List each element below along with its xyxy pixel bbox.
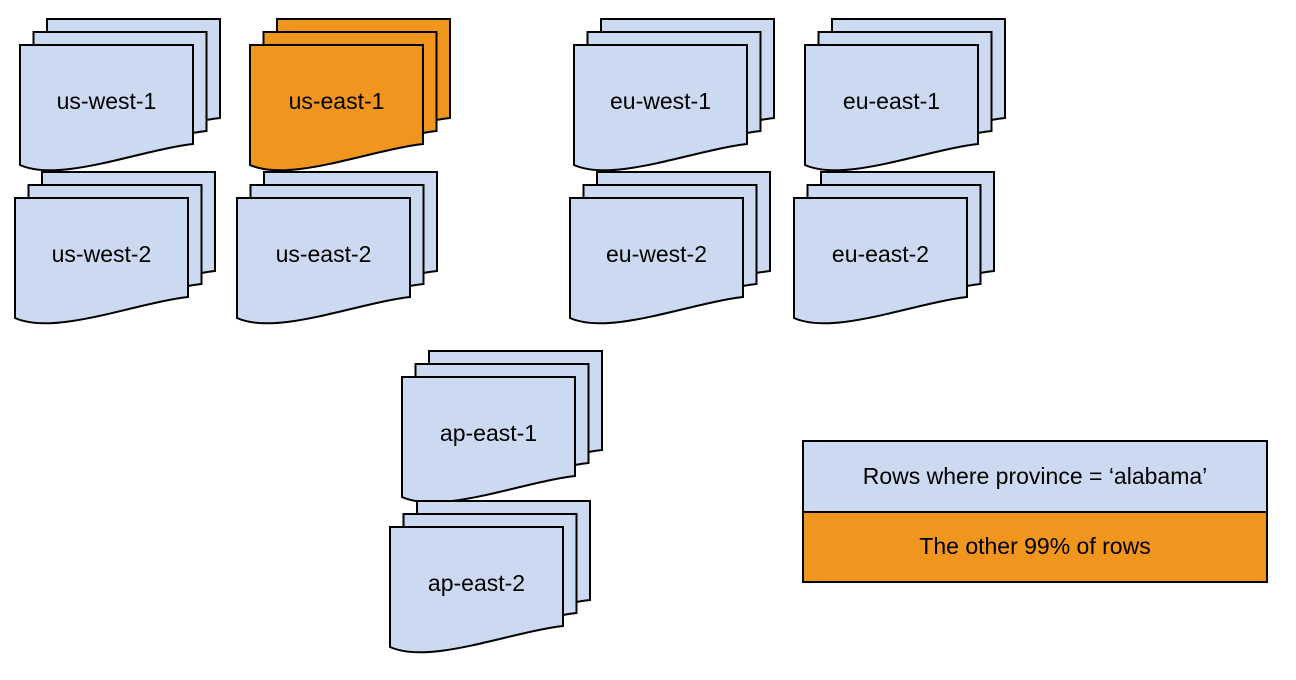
document-stack-icon <box>793 171 995 325</box>
legend-item-alabama-rows: Rows where province = ‘alabama’ <box>804 442 1266 513</box>
document-page-front-icon <box>569 197 744 325</box>
document-stack-icon <box>19 18 221 172</box>
document-stack-icon <box>401 350 603 504</box>
stack-eu-west-2: eu-west-2 <box>569 170 773 326</box>
region-label: eu-west-1 <box>610 87 711 114</box>
document-stack-icon <box>569 171 771 325</box>
legend-item-other-rows: The other 99% of rows <box>804 512 1266 581</box>
stack-ap-east-2: ap-east-2 <box>389 499 593 655</box>
stack-eu-west-1: eu-west-1 <box>573 17 777 173</box>
document-stack-icon <box>249 18 451 172</box>
document-page-front-icon <box>401 376 576 504</box>
stack-eu-east-1: eu-east-1 <box>804 17 1008 173</box>
stack-ap-east-1: ap-east-1 <box>401 349 605 505</box>
legend: Rows where province = ‘alabama’ The othe… <box>802 440 1268 583</box>
document-stack-icon <box>14 171 216 325</box>
region-label: us-west-2 <box>51 240 152 267</box>
region-label: eu-west-2 <box>606 240 707 267</box>
region-label: ap-east-1 <box>439 419 538 446</box>
stack-us-west-2: us-west-2 <box>14 170 218 326</box>
document-page-front-icon <box>236 197 411 325</box>
document-page-front-icon <box>14 197 189 325</box>
legend-item-label: Rows where province = ‘alabama’ <box>862 462 1208 489</box>
region-label: us-east-2 <box>275 240 372 267</box>
document-page-front-icon <box>804 44 979 172</box>
document-page-front-icon <box>573 44 748 172</box>
region-label: eu-east-1 <box>842 87 941 114</box>
stack-eu-east-2: eu-east-2 <box>793 170 997 326</box>
document-page-front-icon <box>793 197 968 325</box>
document-page-front-icon <box>389 526 564 654</box>
document-page-front-icon <box>249 44 424 172</box>
stack-us-east-1: us-east-1 <box>249 17 453 173</box>
document-stack-icon <box>389 500 591 654</box>
region-label: eu-east-2 <box>831 240 930 267</box>
stack-us-east-2: us-east-2 <box>236 170 440 326</box>
region-label: us-east-1 <box>288 87 385 114</box>
stack-us-west-1: us-west-1 <box>19 17 223 173</box>
region-label: us-west-1 <box>56 87 157 114</box>
document-stack-icon <box>236 171 438 325</box>
region-label: ap-east-2 <box>427 569 526 596</box>
legend-item-label: The other 99% of rows <box>919 533 1151 560</box>
document-stack-icon <box>573 18 775 172</box>
document-stack-icon <box>804 18 1006 172</box>
document-page-front-icon <box>19 44 194 172</box>
